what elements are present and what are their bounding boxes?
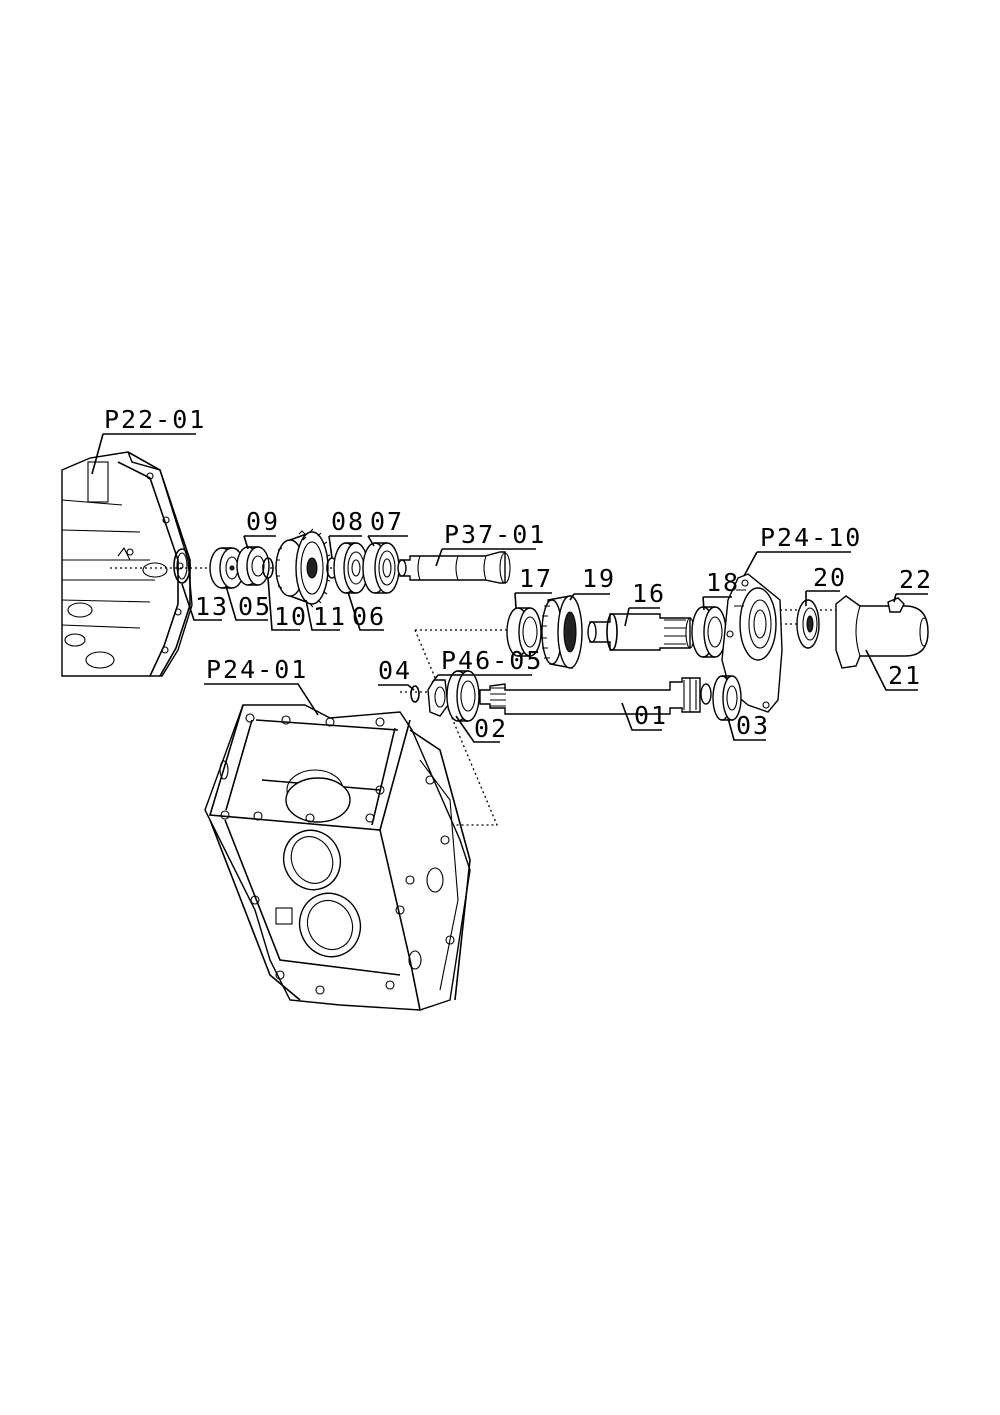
- svg-text:04: 04: [378, 656, 412, 685]
- callout-p24-10: P24-10: [743, 523, 862, 577]
- svg-text:05: 05: [238, 592, 272, 621]
- seal-ring-13: [173, 548, 191, 584]
- callout-02: 02: [455, 714, 508, 743]
- callout-21: 21: [865, 649, 922, 691]
- svg-text:16: 16: [632, 579, 666, 608]
- output-shaft-01: [479, 677, 712, 715]
- svg-text:22: 22: [899, 565, 933, 594]
- callout-09: 09: [243, 507, 280, 550]
- svg-text:13: 13: [195, 592, 229, 621]
- bearing-03: [712, 675, 742, 721]
- gear-11: [275, 528, 331, 608]
- bearing-09: [236, 546, 270, 586]
- callout-01: 01: [621, 701, 668, 731]
- shaft-cover-21: [835, 595, 929, 669]
- gear-19: [541, 595, 583, 669]
- callout-16: 16: [624, 579, 666, 627]
- bolt-22: [887, 597, 905, 613]
- svg-text:10: 10: [274, 602, 308, 631]
- shaft-p37-01: [397, 551, 511, 584]
- retainer-p46-05: [427, 679, 449, 717]
- callout-19: 19: [569, 564, 616, 601]
- bearing-02: [446, 670, 480, 722]
- svg-text:P24-01: P24-01: [206, 655, 308, 684]
- svg-text:P46-05: P46-05: [441, 646, 543, 675]
- svg-text:P22-01: P22-01: [104, 405, 206, 434]
- circlip-04: [410, 685, 420, 703]
- callout-04: 04: [378, 656, 415, 691]
- callout-18: 18: [702, 568, 740, 611]
- callout-08: 08: [328, 507, 365, 559]
- callout-13: 13: [181, 583, 229, 621]
- svg-text:19: 19: [582, 564, 616, 593]
- svg-text:01: 01: [634, 701, 668, 730]
- callout-p24-01: P24-01: [204, 655, 319, 716]
- bearing-18: [691, 606, 727, 658]
- callout-22: 22: [893, 565, 933, 603]
- svg-text:02: 02: [474, 714, 508, 743]
- svg-text:18: 18: [706, 568, 740, 597]
- svg-text:P24-10: P24-10: [760, 523, 862, 552]
- svg-text:03: 03: [736, 711, 770, 740]
- callout-11: 11: [305, 599, 347, 631]
- splined-shaft-16: [587, 613, 695, 651]
- callout-07: 07: [367, 507, 408, 547]
- bearing-17: [506, 607, 542, 657]
- front-housing-p22-01: [61, 451, 193, 677]
- oil-seal-20: [796, 599, 820, 649]
- callout-10: 10: [267, 577, 308, 631]
- bearing-06: [333, 542, 369, 594]
- gearbox-housing-p24-01: [204, 704, 471, 1011]
- svg-text:06: 06: [352, 602, 386, 631]
- callout-17: 17: [514, 564, 553, 609]
- callout-20: 20: [805, 563, 847, 606]
- svg-text:09: 09: [246, 507, 280, 536]
- svg-text:08: 08: [331, 507, 365, 536]
- svg-text:20: 20: [813, 563, 847, 592]
- callout-06: 06: [347, 591, 386, 631]
- callout-p46-05: P46-05: [431, 646, 543, 684]
- svg-text:P37-01: P37-01: [444, 520, 546, 549]
- svg-text:21: 21: [888, 661, 922, 690]
- svg-text:17: 17: [519, 564, 553, 593]
- callout-p22-01: P22-01: [91, 405, 206, 475]
- svg-text:07: 07: [370, 507, 404, 536]
- svg-text:11: 11: [313, 602, 347, 631]
- bearing-07: [362, 542, 400, 594]
- bearing-cover-p24-10: [721, 573, 783, 713]
- callout-03: 03: [727, 711, 770, 741]
- callout-p37-01: P37-01: [435, 520, 546, 567]
- callout-05: 05: [225, 585, 272, 621]
